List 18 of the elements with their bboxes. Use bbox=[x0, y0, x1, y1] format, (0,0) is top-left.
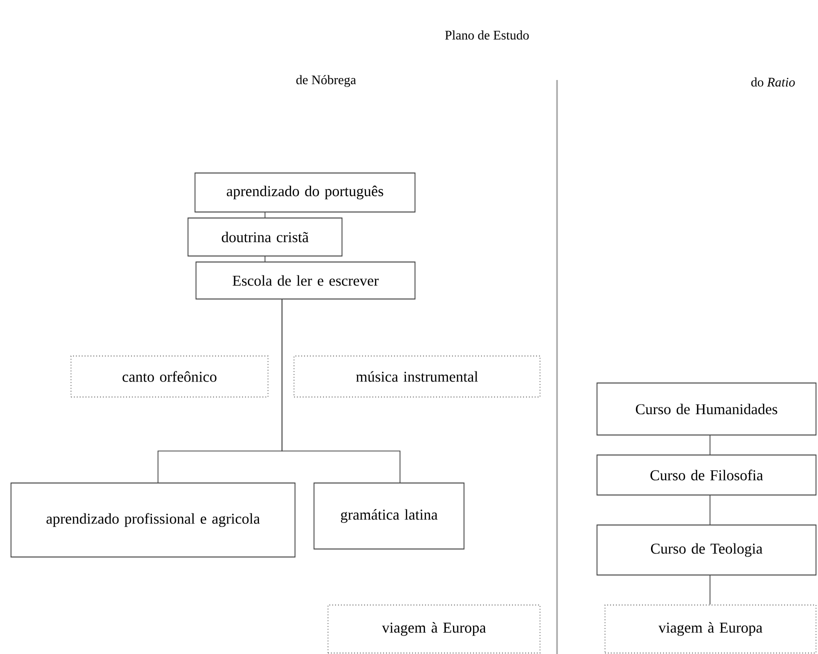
connector-line bbox=[264, 256, 266, 262]
column-heading: de Nóbrega bbox=[296, 75, 356, 87]
connector-line bbox=[264, 212, 266, 218]
connector-line bbox=[282, 299, 400, 483]
process-box: doutrina cristã bbox=[188, 218, 342, 256]
process-box: gramática latina bbox=[314, 482, 464, 550]
optional-box: música instrumental bbox=[294, 356, 540, 398]
optional-box: viagem à Europa bbox=[604, 604, 816, 654]
optional-box: viagem à Europa bbox=[328, 604, 540, 654]
process-box: Curso de Teologia bbox=[596, 524, 816, 576]
title: Plano de Estudo bbox=[445, 30, 529, 40]
process-box: Curso de Filosofia bbox=[596, 454, 816, 496]
process-box: aprendizado profissional e agricola bbox=[10, 482, 296, 558]
process-box: aprendizado do português bbox=[194, 172, 416, 212]
column-heading: do Ratio bbox=[751, 77, 795, 87]
process-box: Curso de Humanidades bbox=[596, 382, 816, 436]
process-box: Escola de ler e escrever bbox=[196, 262, 416, 300]
optional-box: canto orfeônico bbox=[70, 356, 268, 398]
